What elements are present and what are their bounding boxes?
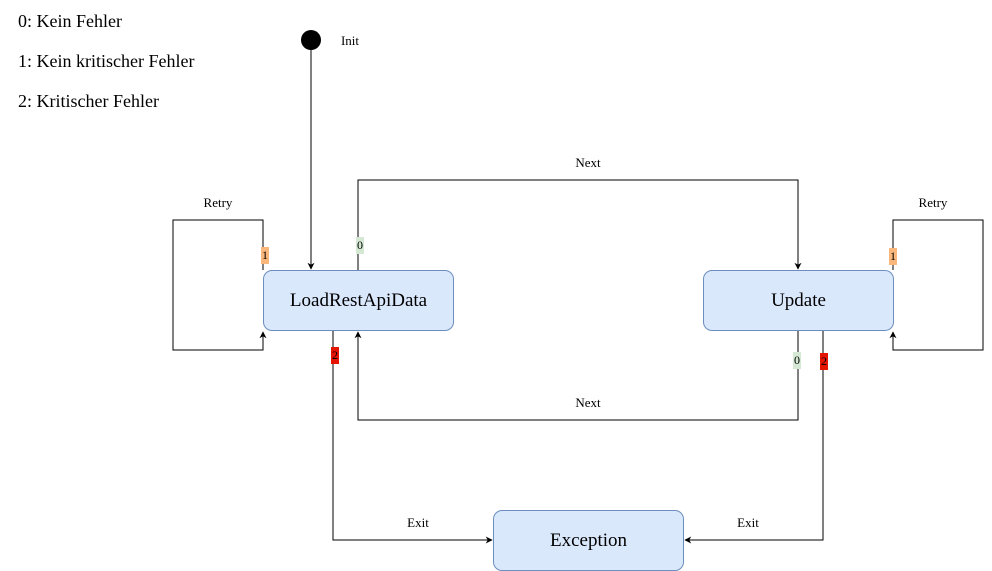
retry-left-arrow — [172, 219, 267, 351]
code-badge-update-exit: 2 — [820, 353, 828, 370]
retry-right-label: Retry — [918, 195, 948, 210]
code-badge-update-next: 0 — [793, 352, 801, 369]
state-load-rest-api-data[interactable]: LoadRestApiData — [263, 270, 454, 331]
state-update[interactable]: Update — [703, 270, 894, 331]
code-badge-update-retry: 1 — [889, 248, 897, 265]
init-label: Init — [340, 33, 360, 48]
code-badge-load-next: 0 — [356, 237, 364, 254]
code-badge-load-retry: 1 — [261, 247, 269, 264]
state-exception[interactable]: Exception — [493, 510, 684, 571]
exit-right-label: Exit — [737, 515, 759, 530]
code-badge-load-exit: 2 — [331, 347, 339, 364]
next-top-label: Next — [575, 155, 601, 170]
exit-left-arrow — [332, 331, 493, 544]
exit-left-label: Exit — [407, 515, 429, 530]
next-top-arrow — [357, 179, 802, 270]
retry-right-arrow — [889, 219, 984, 351]
legend-no-error: 0: Kein Fehler — [18, 11, 122, 31]
next-bottom-arrow — [354, 331, 799, 421]
legend-critical-error: 2: Kritischer Fehler — [18, 91, 159, 111]
next-bottom-label: Next — [575, 395, 601, 410]
initial-state-dot — [301, 30, 321, 50]
retry-left-label: Retry — [203, 195, 233, 210]
exit-right-arrow — [684, 331, 824, 544]
legend-non-critical-error: 1: Kein kritischer Fehler — [18, 51, 195, 71]
